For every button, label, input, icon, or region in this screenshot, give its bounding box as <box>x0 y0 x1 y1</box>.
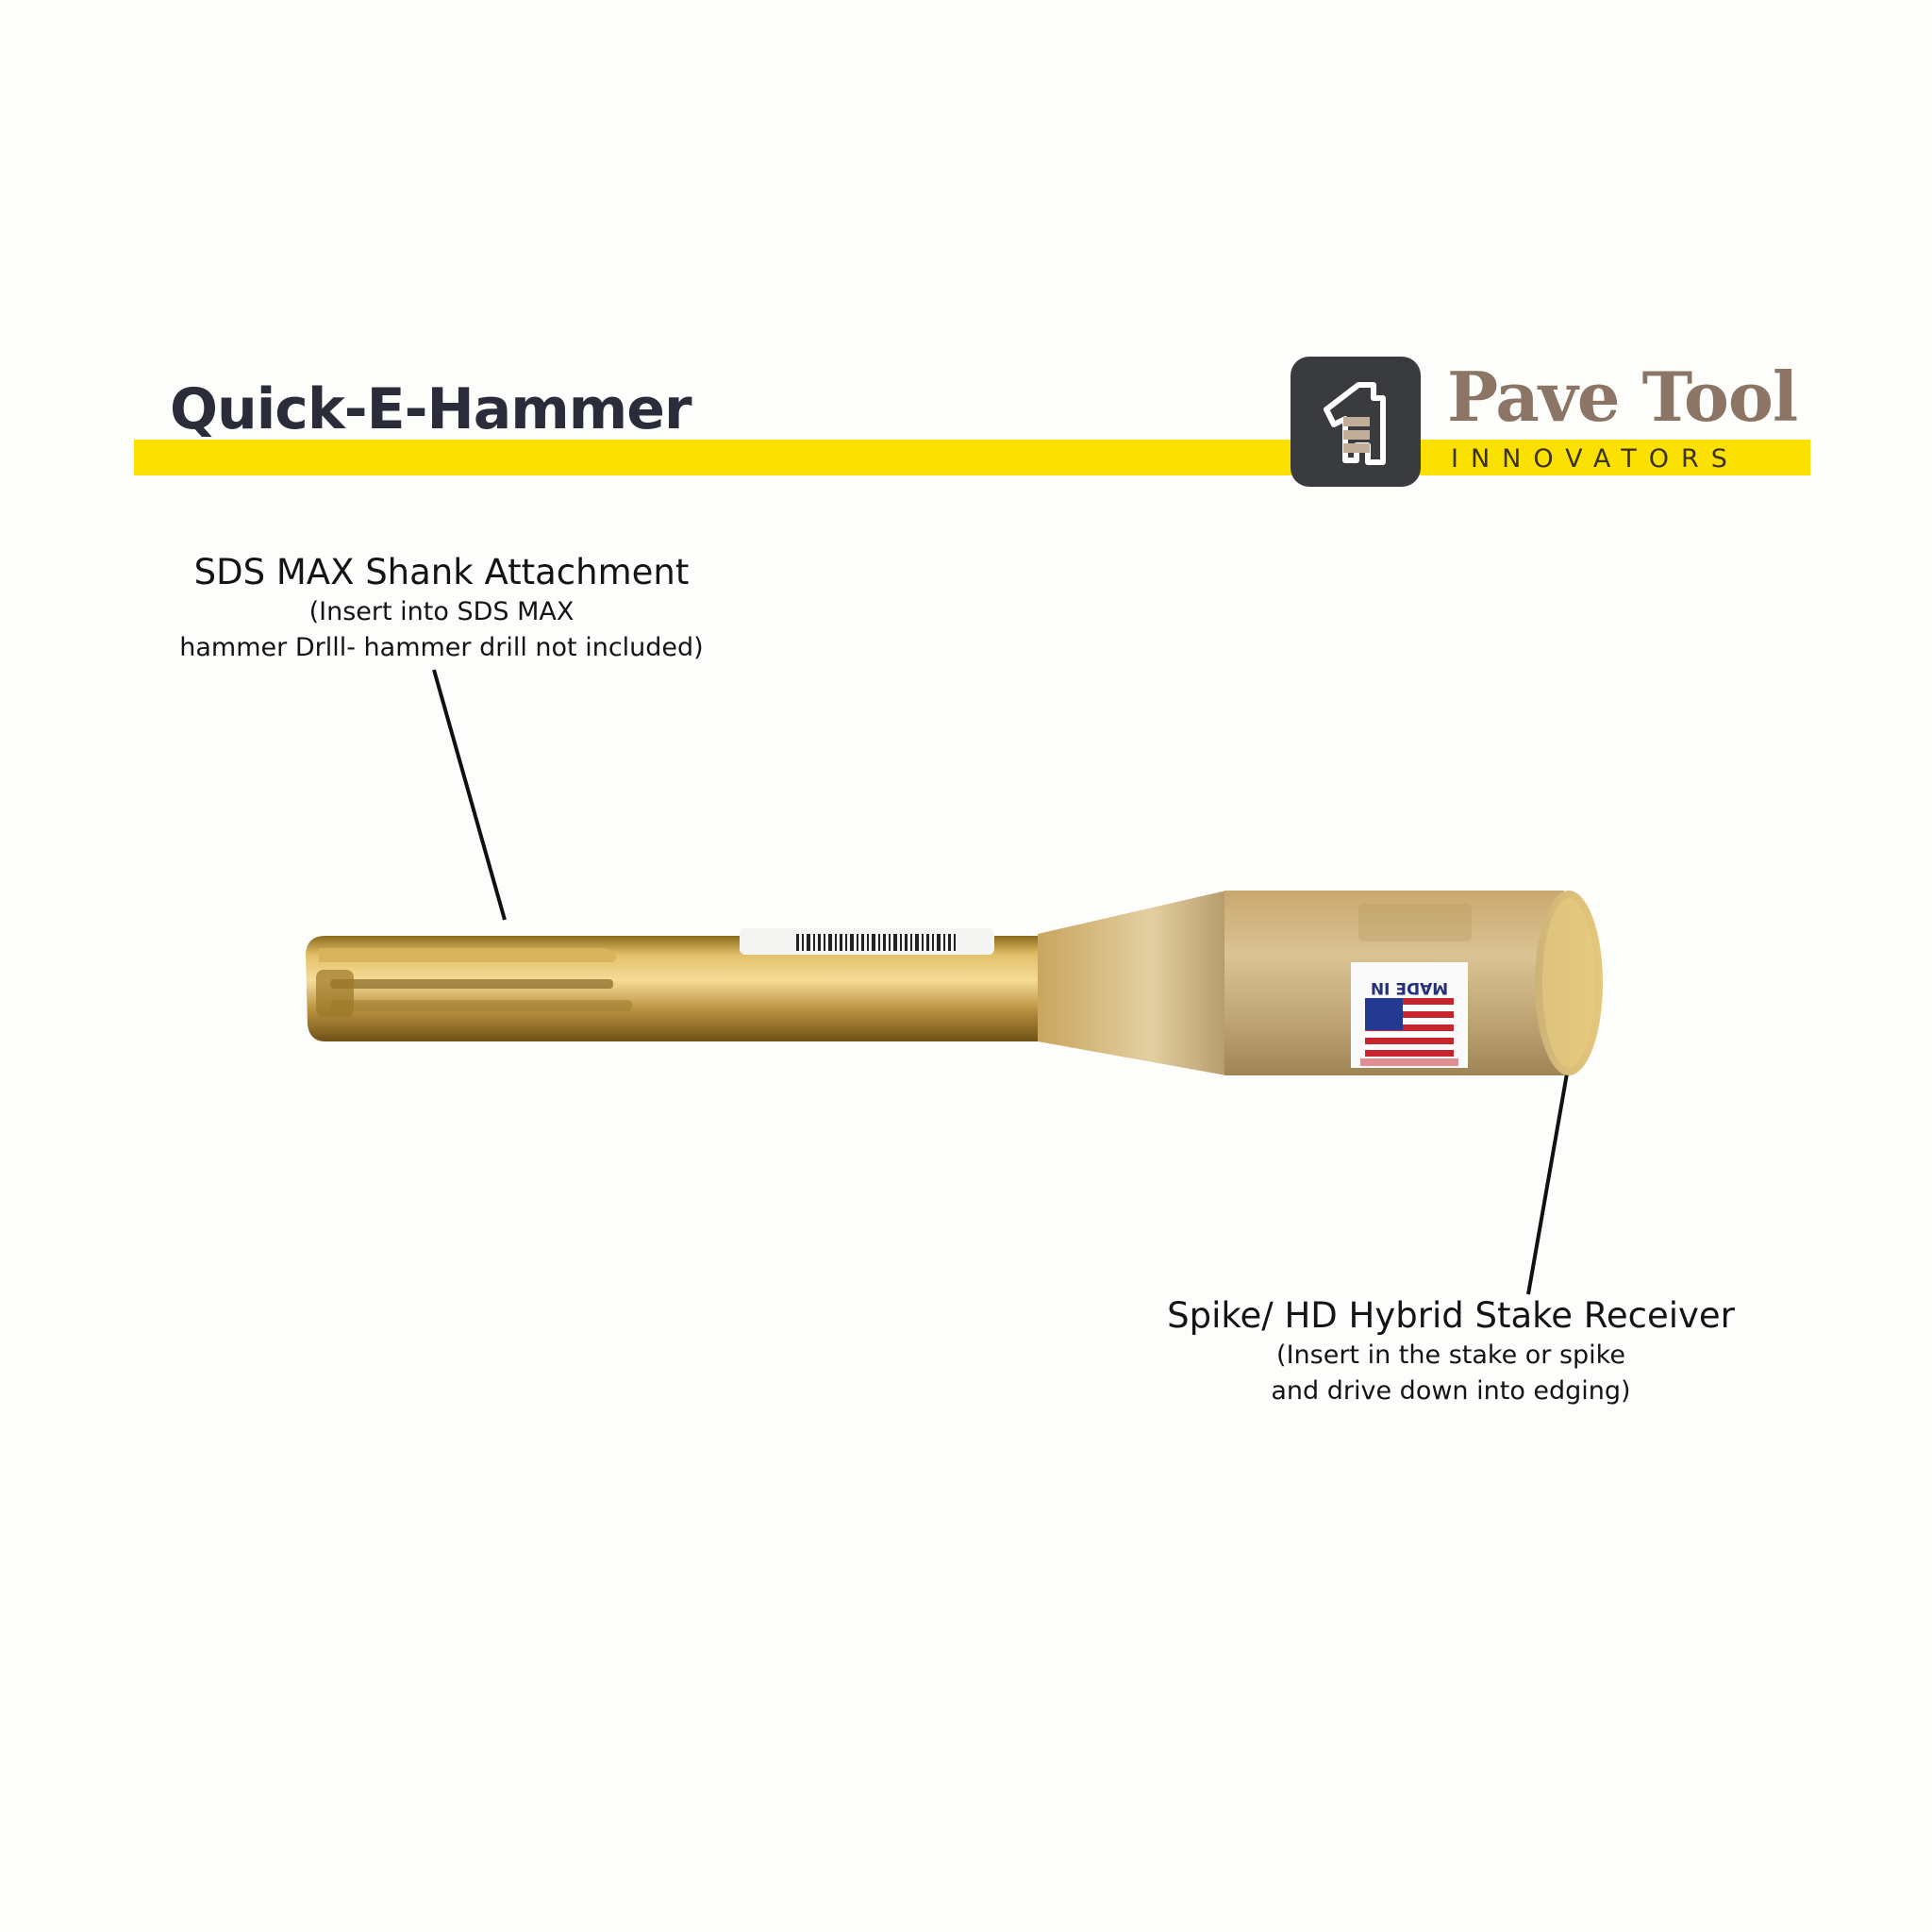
made-in-usa-label: MADE IN <box>1351 962 1468 1068</box>
barcode-sticker <box>740 928 994 955</box>
us-flag-icon <box>1365 998 1454 1057</box>
callout-shank-heading: SDS MAX Shank Attachment <box>193 552 690 592</box>
taper-cone <box>1038 891 1226 1075</box>
brand-tagline: INNOVATORS <box>1451 444 1740 474</box>
callout-receiver: Spike/ HD Hybrid Stake Receiver (Insert … <box>1158 1294 1743 1409</box>
receiver-leader-line <box>1526 1035 1575 1295</box>
made-in-label-text: MADE IN <box>1371 978 1448 997</box>
callout-receiver-note-line2: and drive down into edging) <box>1271 1376 1631 1406</box>
callout-shank: SDS MAX Shank Attachment (Insert into SD… <box>168 551 715 666</box>
brand-name: Pave Tool <box>1447 357 1798 437</box>
callout-receiver-note-line1: (Insert in the stake or spike <box>1276 1341 1625 1370</box>
shank-leader-line <box>432 669 507 921</box>
page-title: Quick-E-Hammer <box>170 376 692 442</box>
callout-shank-note-line2: hammer Drlll- hammer drill not included) <box>179 633 704 662</box>
header-band <box>134 440 1810 475</box>
pave-tool-logo-icon <box>1291 357 1421 487</box>
sds-max-shank <box>306 936 1042 1041</box>
logo-hammer-icon <box>1324 382 1386 465</box>
callout-receiver-heading: Spike/ HD Hybrid Stake Receiver <box>1167 1295 1735 1336</box>
callout-shank-note-line1: (Insert into SDS MAX <box>308 597 575 626</box>
